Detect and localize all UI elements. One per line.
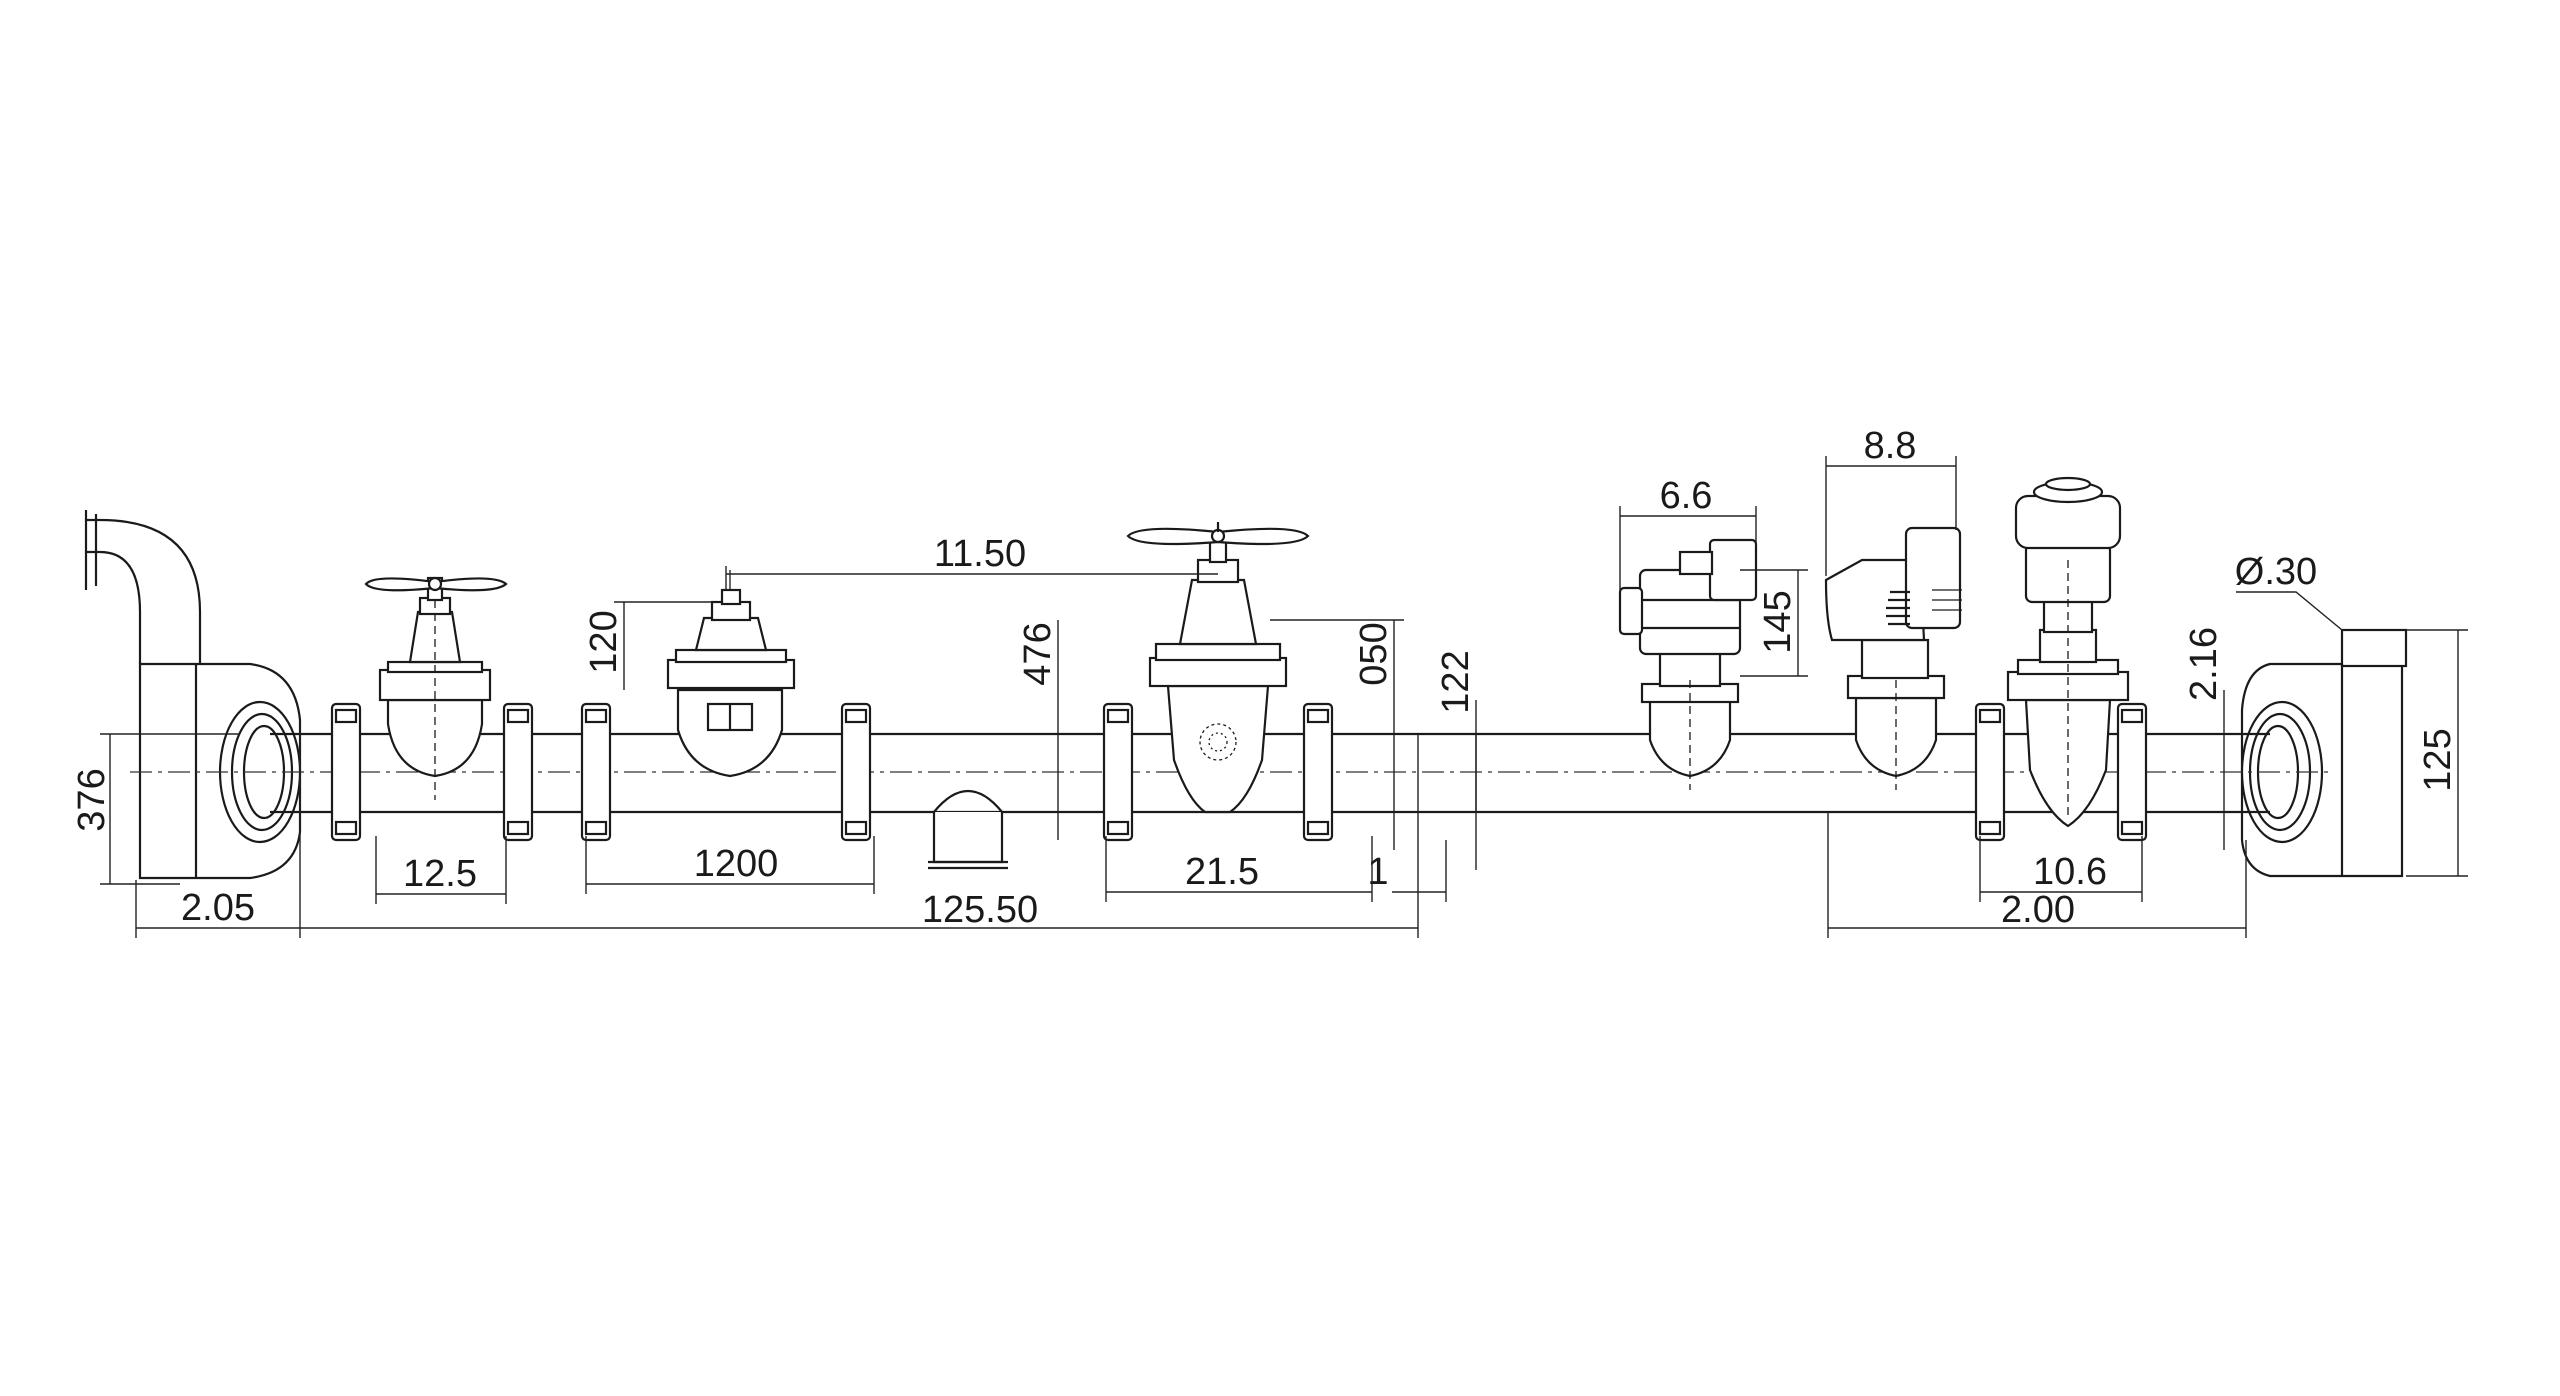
flange bbox=[1974, 702, 2006, 842]
dim-actuator1-width: 6.6 bbox=[1660, 475, 1713, 517]
right-wall bbox=[2240, 628, 2408, 878]
actuator-valve-5 bbox=[1824, 526, 1962, 790]
dim-valve2-spacing: 1200 bbox=[694, 843, 779, 885]
dim-wall-right-height: 125 bbox=[2417, 728, 2459, 791]
dim-actuator2-width: 8.8 bbox=[1864, 425, 1917, 467]
dim-valve2-height: 120 bbox=[583, 610, 625, 673]
dim-flange-height: 476 bbox=[1017, 622, 1059, 685]
dim-pipe-height: 122 bbox=[1435, 650, 1477, 713]
dim-actuator1-height: 145 bbox=[1757, 590, 1799, 653]
flange bbox=[1302, 702, 1334, 842]
flange bbox=[330, 702, 362, 842]
dim-valve3-height: 050 bbox=[1353, 622, 1395, 685]
globe-valve-1 bbox=[364, 576, 508, 800]
actuator-valve-4 bbox=[1618, 538, 1758, 790]
flange bbox=[502, 702, 534, 842]
dim-right-flange: 2.16 bbox=[2183, 627, 2225, 701]
dim-right-diameter: Ø.30 bbox=[2235, 551, 2317, 593]
dim-wall-left-width: 2.05 bbox=[181, 887, 255, 929]
flanges bbox=[330, 702, 2148, 842]
dim-small-gap: 1 bbox=[1367, 851, 1388, 893]
flange bbox=[1102, 702, 1134, 842]
flange bbox=[2116, 702, 2148, 842]
dim-overall-span: 125.50 bbox=[922, 889, 1038, 931]
dim-wall-left-height: 376 bbox=[71, 768, 113, 831]
dim-right-span: 2.00 bbox=[2001, 889, 2075, 931]
dim-center-reach: 11.50 bbox=[934, 533, 1026, 575]
tee-branch bbox=[928, 789, 1008, 870]
flange bbox=[580, 702, 612, 842]
globe-valve-2 bbox=[666, 570, 796, 778]
dimension-labels: 376 2.05 12.5 1200 120 125.50 11.50 476 … bbox=[71, 425, 2459, 931]
flange bbox=[840, 702, 872, 842]
left-elbow-pipe bbox=[84, 510, 202, 664]
gate-valve-3 bbox=[1126, 522, 1310, 814]
dim-valve6-spacing: 10.6 bbox=[2033, 851, 2107, 893]
dim-valve3-spacing: 21.5 bbox=[1185, 851, 1259, 893]
dimension-lines bbox=[100, 456, 2468, 938]
dim-valve1-spacing: 12.5 bbox=[403, 853, 477, 895]
pneumatic-valve-6 bbox=[2006, 476, 2130, 828]
